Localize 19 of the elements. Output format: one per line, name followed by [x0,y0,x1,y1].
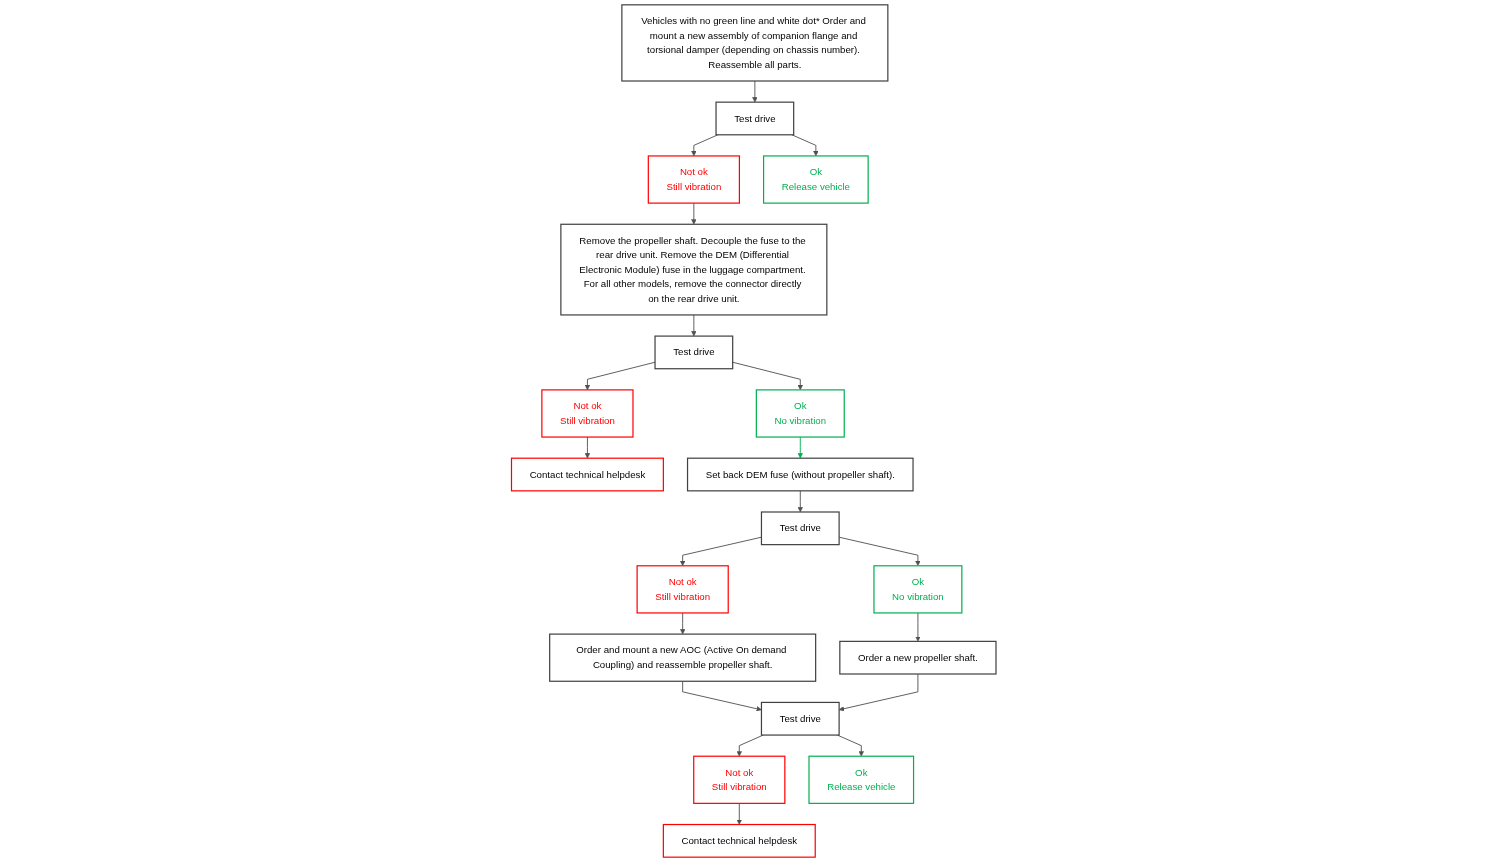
node-box: Contact technical helpdesk [662,823,816,858]
node-box: Set back DEM fuse (without propeller shaft). [686,457,914,492]
node-box: Ok Release vehicle [808,755,914,804]
node-box: Order and mount a new AOC (Active On demand Coupling) and reassemble propeller shaft. [548,633,816,682]
node-box: Vehicles with no green line and white dot* Order and mount a new assembly of companion flange and torsional damper (depending on chassis number). Reassemble all parts. [621,4,889,82]
node-box: Test drive [715,101,795,136]
node-box: Ok Release vehicle [762,155,869,204]
node-box: Test drive [654,335,734,370]
node-box: Not ok Still vibration [636,565,729,614]
node-box: Contact technical helpdesk [510,457,664,492]
node-box: Remove the propeller shaft. Decouple the fuse to the rear drive unit. Remove the DEM (Differential Electronic Module) fuse in the luggage compartment. For all other models, remove the connector directly on the rear drive unit. [560,223,828,316]
node-box: Ok No vibration [755,389,845,438]
node-box: Not ok Still vibration [647,155,740,204]
node-box: Not ok Still vibration [692,755,786,804]
node-box: Ok No vibration [873,565,963,614]
node-box: Test drive [760,701,840,736]
node-box: Not ok Still vibration [541,389,634,438]
node-box: Test drive [760,511,840,546]
node-box: Order a new propeller shaft. [838,640,997,675]
